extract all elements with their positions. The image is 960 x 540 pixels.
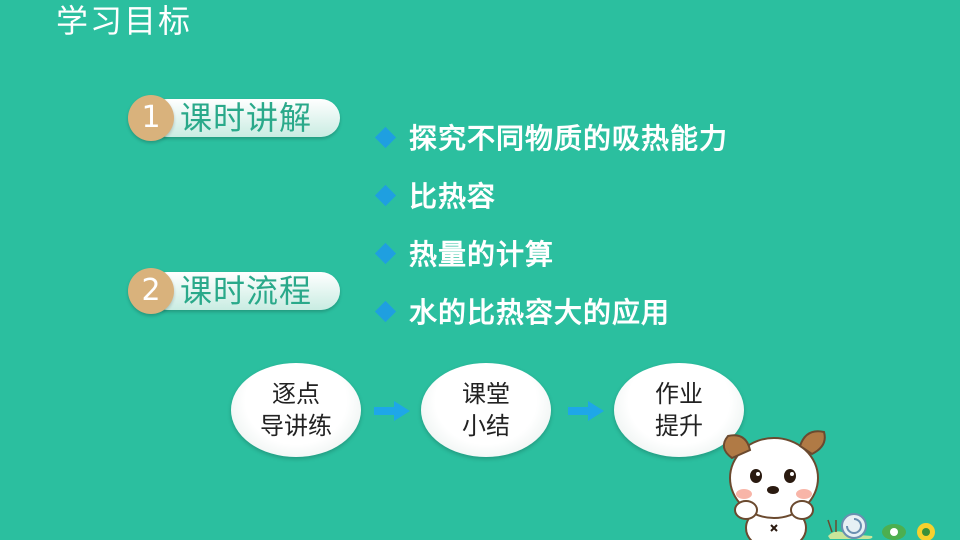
diamond-bullet-icon (374, 184, 397, 206)
objectives-list: 探究不同物质的吸热能力 比热容 热量的计算 水的比热容大的应用 (372, 108, 728, 340)
flow-node-summary[interactable]: 课堂 小结 (421, 363, 551, 457)
section-tab-lecture[interactable]: 1 课时讲解 (128, 95, 340, 141)
flow-node-line: 课堂 (462, 380, 510, 408)
section-tab-process[interactable]: 2 课时流程 (128, 268, 340, 314)
section-number-badge: 2 (128, 268, 174, 314)
flow-node-line: 导讲练 (260, 412, 332, 440)
diamond-bullet-icon (374, 242, 397, 264)
right-arrow-icon (374, 401, 410, 421)
flow-node-line: 作业 (655, 380, 703, 408)
snail-icon (827, 513, 873, 539)
flow-node-line: 小结 (462, 412, 510, 440)
objective-item: 探究不同物质的吸热能力 (372, 108, 728, 166)
objective-item: 比热容 (372, 166, 728, 224)
right-arrow-icon (568, 401, 604, 421)
diamond-bullet-icon (374, 126, 397, 148)
objective-text: 热量的计算 (409, 238, 555, 271)
flower-icon (917, 523, 935, 540)
diamond-bullet-icon (374, 300, 397, 322)
page-title: 学习目标 (56, 2, 193, 40)
cartoon-dog-icon (722, 430, 826, 540)
flow-node-line: 逐点 (272, 380, 320, 408)
section-number-badge: 1 (128, 95, 174, 141)
objective-text: 探究不同物质的吸热能力 (409, 122, 729, 155)
objective-text: 水的比热容大的应用 (409, 296, 671, 329)
flow-node-point-practice[interactable]: 逐点 导讲练 (231, 363, 361, 457)
section-tab-pill (148, 99, 340, 137)
flow-node-homework[interactable]: 作业 提升 (614, 363, 744, 457)
objective-item: 水的比热容大的应用 (372, 282, 728, 340)
section-tab-label: 课时流程 (180, 272, 313, 310)
section-tab-label: 课时讲解 (180, 99, 313, 137)
flow-node-line: 提升 (655, 412, 703, 440)
objective-item: 热量的计算 (372, 224, 728, 282)
section-tab-pill (148, 272, 340, 310)
objective-text: 比热容 (409, 180, 497, 213)
leaf-icon (882, 524, 906, 540)
